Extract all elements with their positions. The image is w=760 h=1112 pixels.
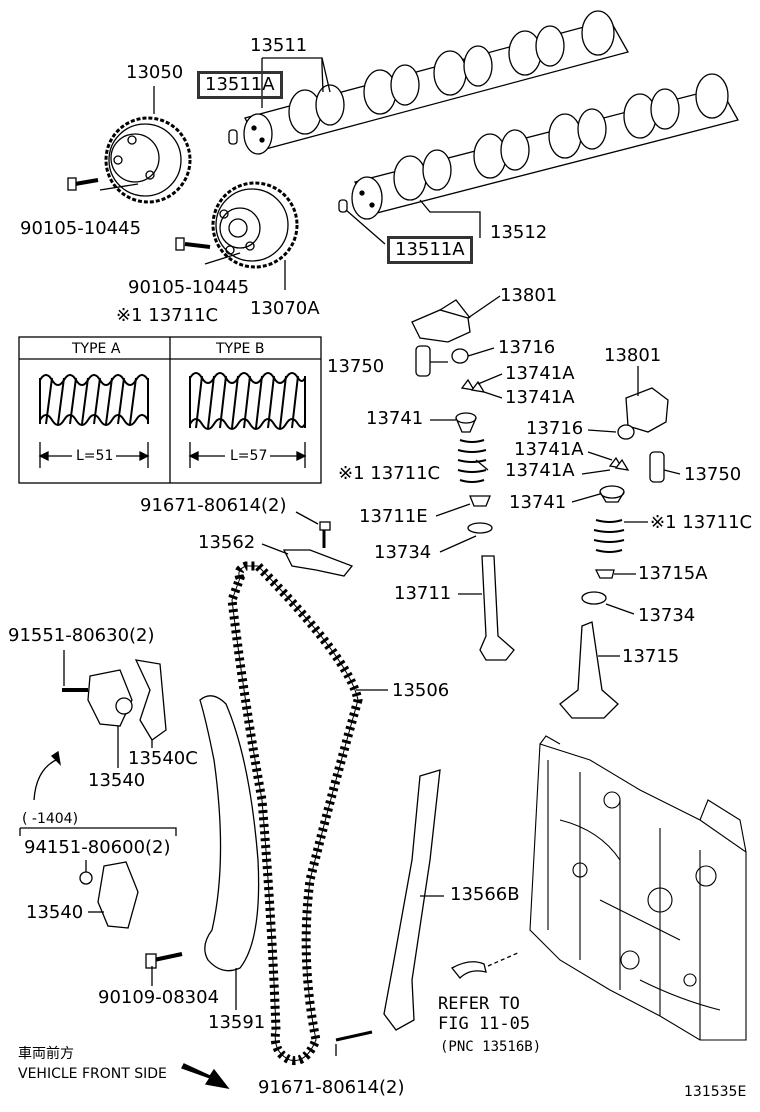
vvt-gear-13070A [175,181,299,269]
refer-line-3: (PNC 13516B) [440,1039,542,1055]
label-13711E: 13711E [359,506,428,527]
front-side-jp: 車両前方 [18,1046,74,1062]
label-13566B: 13566B [450,884,520,905]
spring-type-b: TYPE B [216,341,265,357]
label-13711C-header: ※1 13711C [116,305,219,326]
label-13741-a: 13741 [366,408,424,429]
label-90105-b: 90105-10445 [128,277,250,298]
label-90109: 90109-08304 [98,987,220,1008]
front-arrow-icon [181,1063,230,1089]
label-13511A-bottom: 13511A [387,236,473,264]
label-13741A-b: 13741A [505,387,575,408]
figure-id: 131535E [684,1084,747,1100]
label-91551: 91551-80630(2) [8,625,155,646]
spring-length-b: L=57 [230,448,268,464]
label-90105-a: 90105-10445 [20,218,142,239]
tensioner-13540 [19,650,183,986]
label-13540C: 13540C [128,748,198,769]
label-13741A-c: 13741A [514,439,584,460]
label-13716-a: 13716 [498,337,556,358]
refer-line-1: REFER TO [438,994,520,1014]
label-13070A: 13070A [250,298,320,319]
label-13741A-a: 13741A [505,363,575,384]
label-13511A-top: 13511A [197,71,283,99]
label-91671-a: 91671-80614(2) [140,495,287,516]
vvt-gear-13050 [67,116,192,204]
label-13591: 13591 [208,1012,266,1033]
label-1404: ( -1404) [22,811,79,827]
camshaft-13512 [338,73,739,220]
engine-block [529,735,747,1041]
label-13734-a: 13734 [374,542,432,563]
label-13734-b: 13734 [638,605,696,626]
label-13801-b: 13801 [604,345,662,366]
label-13711: 13711 [394,583,452,604]
label-13506: 13506 [392,680,450,701]
label-13741A-d: 13741A [505,460,575,481]
chain-guide-13562 [261,511,354,577]
front-side-en: VEHICLE FRONT SIDE [18,1066,167,1082]
label-13750-a: 13750 [327,356,385,377]
label-13711C-b: ※1 13711C [650,512,753,533]
refer-line-2: FIG 11-05 [438,1014,531,1034]
spring-table [18,336,322,484]
label-13540-b: 13540 [26,902,84,923]
label-13540-a: 13540 [88,770,146,791]
label-13511: 13511 [250,35,308,56]
valve-train-exhaust [559,366,681,719]
label-94151: 94151-80600(2) [24,837,171,858]
chain-guide-13566B [383,769,441,1031]
label-13801-a: 13801 [500,285,558,306]
chain-slipper-13591 [199,695,260,972]
label-13512: 13512 [490,222,548,243]
valve-train-intake [411,295,515,661]
spring-type-a: TYPE A [72,341,121,357]
label-13741-b: 13741 [509,492,567,513]
label-13711C-a: ※1 13711C [338,463,441,484]
label-13050: 13050 [126,62,184,83]
label-13715A: 13715A [638,563,708,584]
label-13562: 13562 [198,532,256,553]
label-91671-b: 91671-80614(2) [258,1077,405,1098]
label-13750-b: 13750 [684,464,742,485]
spring-length-a: L=51 [76,448,114,464]
label-13716-b: 13716 [526,418,584,439]
camshaft-13511 [228,10,629,155]
label-13715: 13715 [622,646,680,667]
